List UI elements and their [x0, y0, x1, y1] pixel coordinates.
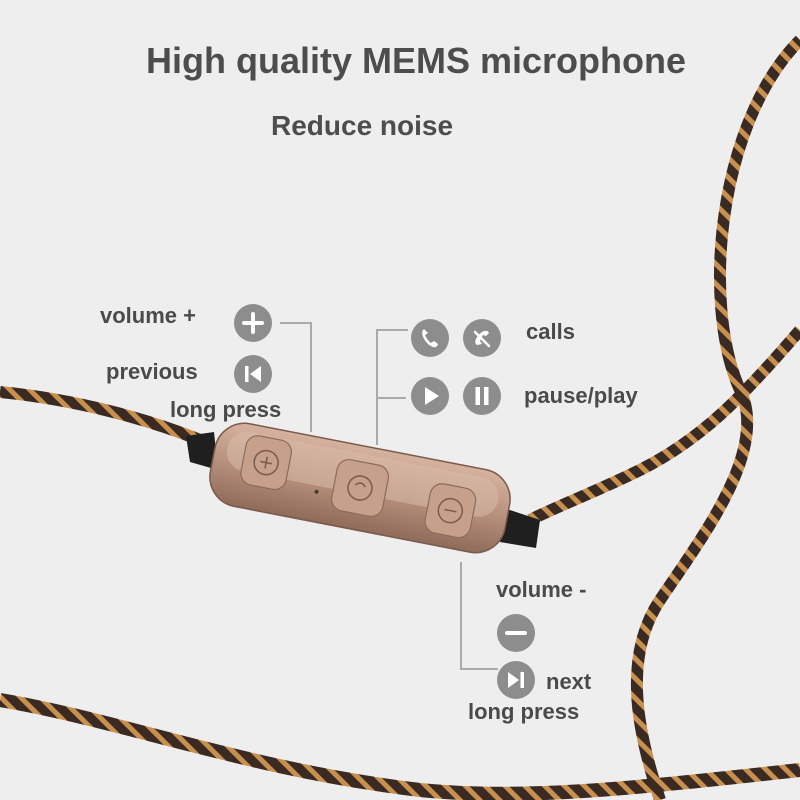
- callout-line-pause-play: [376, 397, 406, 399]
- play-icon: [411, 377, 449, 415]
- page-subtitle: Reduce noise: [271, 110, 454, 141]
- label-volume-plus: volume +: [100, 303, 196, 328]
- cable-left: [0, 386, 203, 446]
- skip-previous-icon: [234, 355, 272, 393]
- cable-bottom: [0, 693, 800, 800]
- label-previous: previous: [106, 359, 198, 384]
- minus-icon: [497, 614, 535, 652]
- label-volume-minus: volume -: [496, 577, 587, 602]
- label-next: next: [546, 669, 592, 694]
- pause-icon: [463, 377, 501, 415]
- cable-right-lower: [527, 326, 800, 526]
- phone-answer-icon: [411, 319, 449, 357]
- label-pause-play: pause/play: [524, 383, 638, 408]
- page-title: High quality MEMS microphone: [145, 40, 687, 81]
- strain-relief-left: [186, 432, 218, 470]
- callout-line-volume-plus: [280, 322, 312, 432]
- strain-relief-right: [500, 508, 540, 548]
- label-calls: calls: [526, 319, 575, 344]
- remote-control: [209, 422, 511, 554]
- plus-icon: [234, 304, 272, 342]
- cable-right-upper: [630, 35, 800, 800]
- skip-next-icon: [497, 661, 535, 699]
- callout-line-calls: [376, 329, 408, 445]
- callout-line-volume-minus: [460, 562, 498, 670]
- phone-hangup-icon: [463, 319, 501, 357]
- label-long-press-right: long press: [468, 699, 580, 724]
- label-long-press-left: long press: [170, 397, 282, 422]
